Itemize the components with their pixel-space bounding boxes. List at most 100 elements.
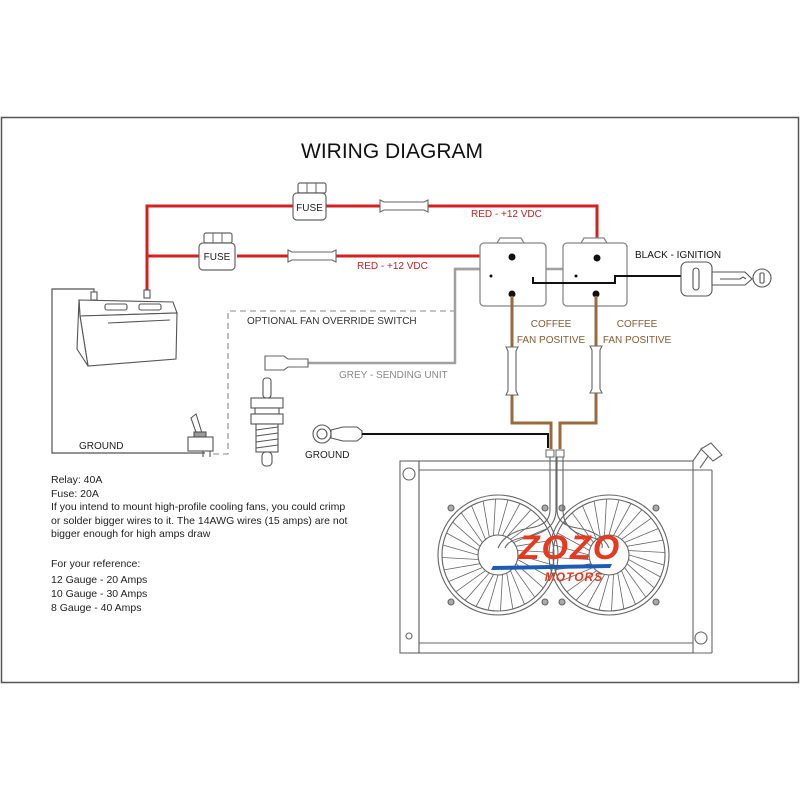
- fan-blade: [624, 528, 659, 543]
- note-line-2: or solder bigger wires to it. The 14AWG …: [51, 514, 348, 527]
- fan-shroud-outer: [437, 494, 559, 616]
- fan-blade: [626, 563, 655, 589]
- butt-connector-right: [589, 345, 603, 394]
- fan-blade: [593, 500, 601, 538]
- red-wire-top-label: RED - +12 VDC: [471, 209, 542, 220]
- fan-shroud-outer: [548, 494, 670, 616]
- page-border: [0, 116, 800, 684]
- fan-shroud-inner: [441, 498, 555, 612]
- fan-mount-tab: [652, 598, 660, 606]
- fan-right: [548, 494, 670, 616]
- fan-blade: [571, 512, 594, 543]
- coffee-wire-left: [510, 296, 553, 449]
- ring-terminal-icon: [312, 424, 363, 444]
- fan-blade: [506, 509, 532, 538]
- fan-blade: [617, 509, 643, 538]
- fan-blade: [464, 572, 490, 601]
- fan-blade: [460, 512, 483, 543]
- specs-notes: Relay: 40A Fuse: 20A If you intend to mo…: [51, 474, 347, 542]
- radiator-with-dual-fans-icon: [399, 442, 723, 654]
- fan-blade: [448, 567, 483, 582]
- fan-blade: [575, 572, 601, 601]
- diagram-title: WIRING DIAGRAM: [301, 140, 483, 163]
- fan-blade: [628, 554, 665, 566]
- fan-blade: [611, 574, 614, 611]
- coffee-right-label-1: COFFEE: [617, 319, 658, 330]
- fan-blade: [515, 539, 553, 547]
- fan-mount-tab: [447, 504, 455, 512]
- fan-blade: [628, 559, 661, 578]
- fan-blade: [517, 550, 554, 553]
- fan-blade: [604, 499, 607, 536]
- fan-blade: [452, 521, 481, 547]
- fan-blade: [617, 572, 625, 610]
- logo-sub: MOTORS: [545, 570, 603, 584]
- fan-blade: [513, 567, 536, 598]
- key-icon: [680, 261, 772, 297]
- fan-left: [437, 494, 559, 616]
- battery-icon: [51, 288, 205, 454]
- butt-connector-top: [379, 199, 429, 213]
- zozo-motors-logo: ZOZO MOTORS: [491, 529, 621, 584]
- logo-main: ZOZO: [518, 529, 621, 567]
- fan-blade: [559, 567, 594, 582]
- butt-connector-left: [505, 346, 519, 396]
- fan-blade: [557, 532, 590, 551]
- fan-blade: [487, 574, 499, 611]
- fan-blade: [506, 572, 514, 610]
- fan-blade: [566, 570, 597, 593]
- fan-mount-tab: [558, 504, 566, 512]
- spade-connector: [264, 355, 309, 371]
- fan-blade: [502, 503, 521, 536]
- fan-blade: [455, 570, 486, 593]
- black-ignition-wire: [532, 275, 683, 284]
- fuse-top: FUSE: [292, 182, 327, 221]
- fuse-top-label: FUSE: [296, 203, 323, 214]
- grey-wire-label: GREY - SENDING UNIT: [339, 370, 448, 381]
- temperature-sending-unit-icon: [250, 377, 284, 467]
- coffee-left-label-1: COFFEE: [531, 319, 572, 330]
- red-wire-bottom-label: RED - +12 VDC: [357, 261, 428, 272]
- fan-blade: [608, 499, 620, 536]
- fan-blade: [621, 570, 636, 605]
- grey-wire-sending-unit: [308, 265, 493, 365]
- fan-blade: [500, 574, 503, 611]
- fan-blade: [517, 554, 554, 566]
- fan-blade: [497, 499, 509, 536]
- fan-blade: [446, 532, 479, 551]
- override-switch-label: OPTIONAL FAN OVERRIDE SWITCH: [247, 316, 417, 327]
- override-dashed-wire: [213, 310, 455, 455]
- fan-mount-tab: [541, 504, 549, 512]
- fan-blade: [598, 574, 610, 611]
- battery-ground-label: GROUND: [79, 441, 123, 452]
- reference-row: 8 Gauge - 40 Amps: [51, 602, 142, 614]
- fan-blade: [510, 570, 525, 605]
- relay-rating: Relay: 40A: [51, 474, 103, 486]
- fan-blade: [442, 544, 479, 556]
- black-ignition-label: BLACK - IGNITION: [635, 250, 721, 261]
- fan-mount-tab: [558, 598, 566, 606]
- relay-right-pin-87: [593, 254, 601, 262]
- fuse-rating: Fuse: 20A: [51, 487, 99, 500]
- fan-mount-tab: [652, 504, 660, 512]
- fan-blade: [628, 550, 665, 553]
- coffee-left-label-2: FAN POSITIVE: [517, 335, 586, 346]
- fan-blade: [471, 505, 486, 540]
- relay-right-pin-30: [592, 290, 600, 298]
- fan-blade: [553, 557, 590, 560]
- fan-blade: [582, 505, 597, 540]
- fan-blade: [553, 544, 590, 556]
- fan-plug-connectors: [545, 449, 565, 458]
- relay-left-pin-87: [508, 253, 516, 261]
- coffee-wire-right: [558, 296, 598, 449]
- relay-right-pin-85: [574, 274, 578, 278]
- butt-connector-bottom: [287, 249, 337, 263]
- note-line-1: If you intend to mount high-profile cool…: [51, 501, 346, 513]
- logo-stripe: [491, 564, 612, 570]
- fan-blade: [475, 574, 494, 607]
- fan-mount-tab: [541, 598, 549, 606]
- reference-heading: For your reference:: [51, 558, 141, 570]
- fan-blade: [442, 557, 479, 560]
- coffee-right-label-2: FAN POSITIVE: [603, 335, 672, 346]
